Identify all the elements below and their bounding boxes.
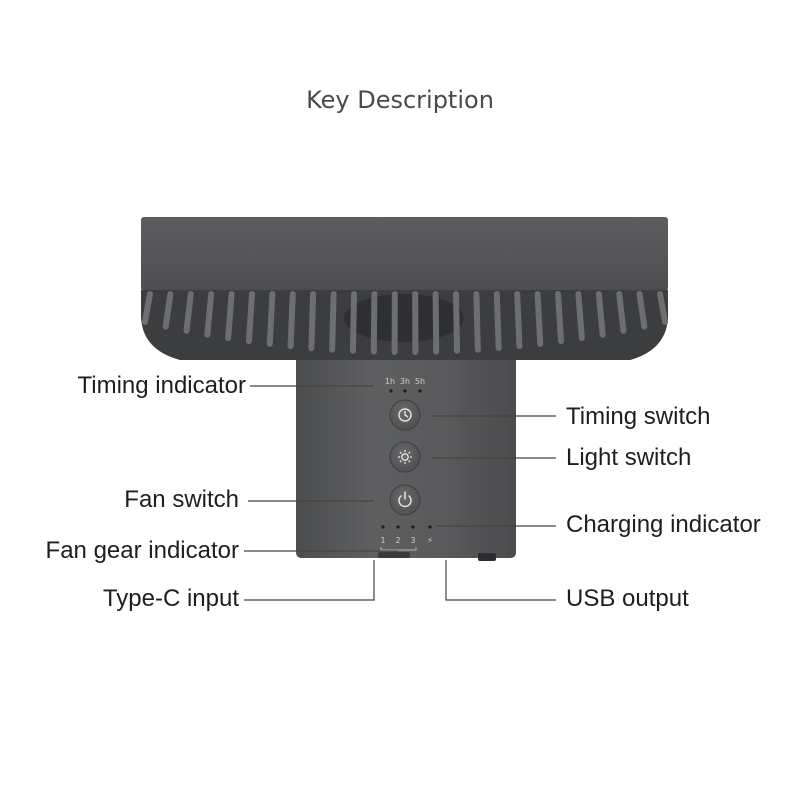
grille-rib [514,291,523,350]
leader-usb-output [445,560,556,601]
grille-rib [225,291,235,342]
grille-rib [657,291,669,325]
charge-led [428,525,432,529]
label-usb-output: USB output [566,585,689,612]
gear-led-3 [411,525,415,529]
fan-head [141,217,668,291]
grille-rib [432,291,440,355]
grille-rib [616,291,627,334]
grille-rib [204,291,215,338]
light-switch-button[interactable] [389,441,421,473]
grille-rib [349,291,357,354]
grille-rib [473,291,481,353]
grille-rib [329,291,337,353]
label-charging-indicator: Charging indicator [566,511,761,538]
label-light-switch: Light switch [566,444,692,471]
timer-led-5h [418,389,422,393]
grille-rib [575,291,585,342]
label-timing-switch: Timing switch [566,403,711,430]
gear-led-2 [396,525,400,529]
fan-switch-button[interactable] [389,484,421,516]
grille-rib [245,291,255,345]
gear-mark-3: 3 [410,536,415,545]
timing-switch-button[interactable] [389,399,421,431]
grille-rib [453,291,461,354]
grille-rib [266,291,276,347]
grille-rib [183,291,194,334]
gear-mark-1: 1 [380,536,385,545]
charge-mark: ⚡ [427,536,433,545]
gear-mark-2: 2 [395,536,400,545]
gear-bracket [380,547,417,551]
clock-icon [398,408,412,422]
type-c-port [378,552,410,558]
timer-mark-5h: 5h [415,377,425,386]
power-icon [398,491,412,508]
timer-mark-3h: 3h [400,377,410,386]
leader-type-c-input [244,560,375,601]
timer-led-3h [403,389,407,393]
gear-led-1 [381,525,385,529]
label-fan-gear-indicator: Fan gear indicator [45,537,239,564]
label-type-c-input: Type-C input [102,585,239,612]
grille-rib [141,291,153,325]
grille-rib [308,291,317,352]
grille-rib [555,291,565,345]
grille-rib [636,291,648,330]
label-fan-switch: Fan switch [124,486,239,513]
timer-led-1h [389,389,393,393]
grille-rib [595,291,606,338]
grille-ribs [141,291,669,355]
grille-rib [493,291,502,352]
grille-rib [287,291,296,350]
page-title: Key Description [306,86,494,114]
grille-rib [162,291,174,330]
label-timing-indicator: Timing indicator [77,372,246,399]
timer-mark-1h: 1h [385,377,395,386]
sun-icon [398,450,412,464]
grille-rib [534,291,544,347]
grille-rib [370,291,378,355]
usb-port [478,553,496,561]
